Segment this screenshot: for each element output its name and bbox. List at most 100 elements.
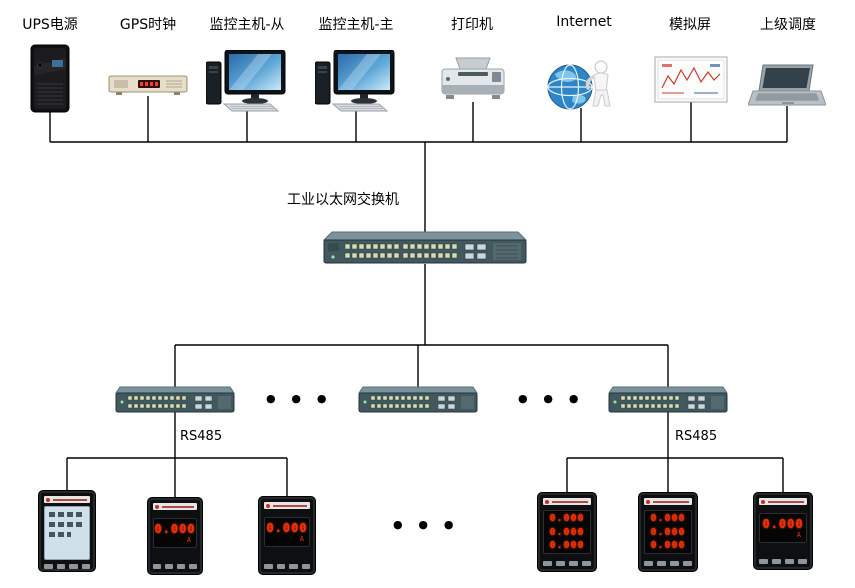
meter-buttons <box>644 557 692 566</box>
meter-reading: 0.000 <box>266 521 308 535</box>
meter-brand-strip <box>264 502 310 509</box>
meter-led-display: 0.000 A <box>153 518 197 548</box>
meter-brand-strip <box>759 498 807 505</box>
lcd-bar-row <box>49 522 85 527</box>
device-mimic-screen <box>654 56 728 108</box>
meter-button <box>657 561 666 566</box>
meter-button <box>289 564 298 569</box>
printer-icon <box>441 57 505 99</box>
meter-lcd-display <box>44 506 90 560</box>
meter-button <box>772 559 781 564</box>
meter-led-display: 0.000 0.000 0.000 <box>543 510 591 554</box>
meter-button <box>644 561 653 566</box>
label-mimic-screen: 模拟屏 <box>669 17 711 33</box>
meter-button <box>44 564 53 569</box>
mimic-board-icon <box>654 56 728 103</box>
power-meter-led: 0.000 A <box>753 492 813 570</box>
meter-button <box>301 564 310 569</box>
lcd-bar-row <box>49 512 85 517</box>
meter-buttons <box>759 555 807 564</box>
meter-reading-row: 0.000 <box>650 513 686 525</box>
label-internet: Internet <box>556 14 612 30</box>
meter-led-display: 0.000 A <box>759 513 807 543</box>
meter-button <box>189 564 197 569</box>
ellipsis-switch-left: ● ● ● <box>266 392 333 405</box>
meter-buttons <box>264 560 310 569</box>
meter-button <box>683 561 692 566</box>
meter-buttons <box>153 560 197 569</box>
laptop-icon <box>747 64 827 106</box>
meter-button <box>81 564 90 569</box>
label-printer: 打印机 <box>451 17 493 33</box>
label-monitor-master: 监控主机-主 <box>318 17 394 33</box>
device-monitor-host-master <box>314 49 397 116</box>
meter-reading: 0.000 <box>154 522 196 536</box>
meter-brand-strip <box>644 498 692 505</box>
sub-switch-icon <box>358 386 478 413</box>
power-meter-led3: 0.000 0.000 0.000 <box>638 492 698 572</box>
device-gps-clock <box>108 72 188 102</box>
meter-button <box>69 564 78 569</box>
device-ups <box>27 44 73 118</box>
meter-reading: 0.000 <box>762 517 804 531</box>
ellipsis-meters: ● ● ● <box>393 518 460 531</box>
meter-button <box>177 564 185 569</box>
meter-button <box>276 564 285 569</box>
device-monitor-host-slave <box>205 49 288 116</box>
meter-button <box>582 561 591 566</box>
meter-reading-row: 0.000 <box>549 539 585 551</box>
rs485-label-right: RS485 <box>675 429 718 444</box>
meter-button <box>165 564 173 569</box>
ups-icon <box>30 44 70 113</box>
device-ethernet-switch <box>322 230 528 270</box>
sub-switch-icon <box>115 386 235 413</box>
sub-switch-icon <box>608 386 728 413</box>
label-ups: UPS电源 <box>22 17 78 33</box>
power-meter-lcd <box>38 490 96 572</box>
meter-button <box>543 561 552 566</box>
meter-button <box>798 559 807 564</box>
meter-brand-strip <box>44 496 90 503</box>
lcd-bar-row <box>49 532 72 537</box>
ethernet-switch-label: 工业以太网交换机 <box>287 192 399 208</box>
internet-globe-icon <box>547 60 611 110</box>
meter-button <box>670 561 679 566</box>
device-printer <box>440 56 506 108</box>
device-sub-switch-left <box>115 386 235 417</box>
meter-reading-row: 0.000 <box>549 526 585 538</box>
meter-button <box>569 561 578 566</box>
meter-unit: A <box>796 531 801 539</box>
ethernet-switch-icon <box>322 231 528 264</box>
meter-brand-strip <box>153 503 197 510</box>
label-monitor-slave: 监控主机-从 <box>209 17 285 33</box>
workstation-icon <box>314 49 395 112</box>
meter-button <box>153 564 161 569</box>
label-upper-dispatch: 上级调度 <box>760 17 816 33</box>
meter-button <box>785 559 794 564</box>
meter-led-display: 0.000 0.000 0.000 <box>644 510 692 554</box>
power-meter-led3: 0.000 0.000 0.000 <box>537 492 597 572</box>
meter-buttons <box>543 557 591 566</box>
meter-reading-row: 0.000 <box>549 513 585 525</box>
meter-brand-strip <box>543 498 591 505</box>
meter-button <box>56 564 65 569</box>
device-sub-switch-right <box>608 386 728 417</box>
meter-led-display: 0.000 A <box>264 517 310 547</box>
workstation-icon <box>205 49 286 112</box>
power-meter-led: 0.000 A <box>258 496 316 575</box>
meter-unit: A <box>299 535 304 543</box>
device-sub-switch-middle <box>358 386 478 417</box>
power-meter-led: 0.000 A <box>147 497 203 575</box>
rs485-label-left: RS485 <box>180 429 223 444</box>
meter-reading-row: 0.000 <box>650 526 686 538</box>
meter-button <box>556 561 565 566</box>
ellipsis-switch-right: ● ● ● <box>518 392 585 405</box>
label-gps-clock: GPS时钟 <box>119 17 177 33</box>
meter-reading-row: 0.000 <box>650 539 686 551</box>
meter-button <box>264 564 273 569</box>
meter-buttons <box>44 560 90 569</box>
gps-clock-icon <box>108 75 188 95</box>
meter-unit: A <box>186 536 191 544</box>
